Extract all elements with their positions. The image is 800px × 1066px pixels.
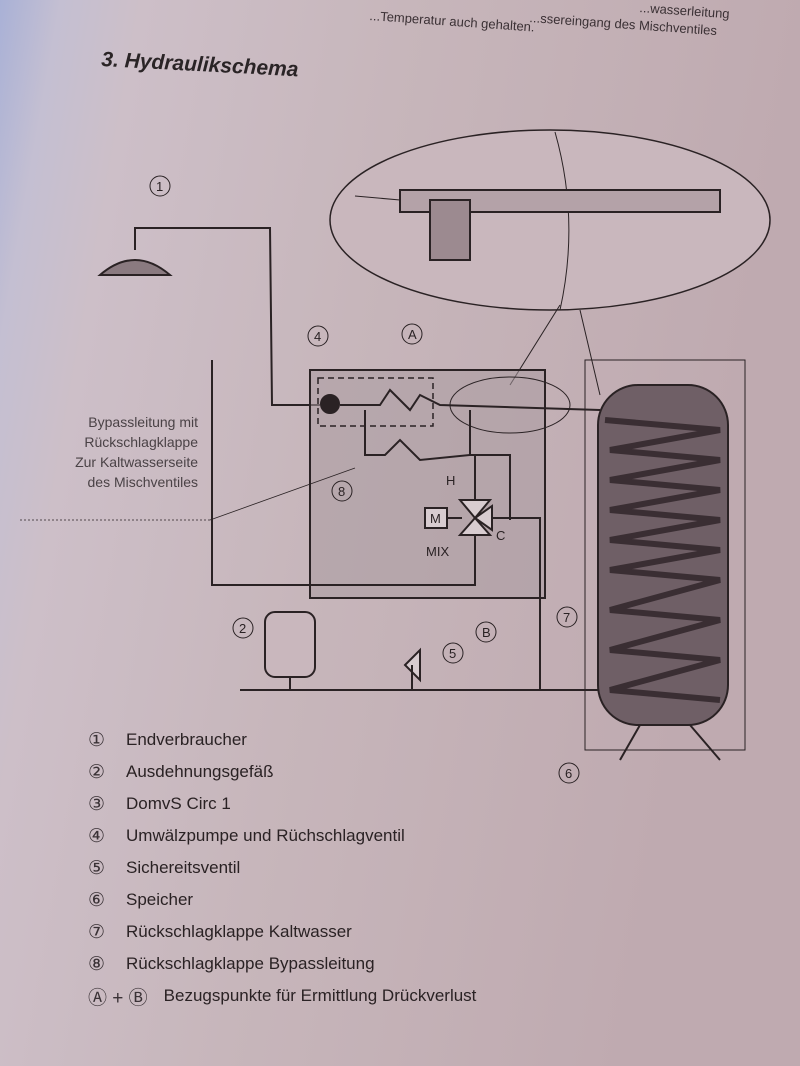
legend-item: ③ DomvS Circ 1: [88, 788, 476, 820]
label-h: H: [446, 473, 455, 488]
legend-text: Sichereitsventil: [126, 858, 241, 877]
legend-text: Ausdehnungsgefäß: [126, 762, 274, 781]
label-mix: MIX: [426, 544, 449, 559]
label-2: 2: [239, 621, 246, 636]
label-5: 5: [449, 646, 456, 661]
label-1: 1: [156, 179, 163, 194]
label-b: B: [482, 625, 491, 640]
bypass-note-line: Rückschlagklappe: [84, 434, 198, 450]
legend-text: Rückschlagklappe Kaltwasser: [126, 922, 352, 941]
legend-item: ⑦ Rückschlagklappe Kaltwasser: [88, 916, 476, 948]
legend-number: ⑧: [88, 953, 106, 975]
legend-number: ②: [88, 761, 106, 783]
legend-text: Rückschlagklappe Bypassleitung: [126, 954, 375, 973]
legend-number: ④: [88, 825, 106, 847]
legend-item: ① Endverbraucher: [88, 724, 476, 756]
legend-text: Endverbraucher: [126, 730, 247, 749]
bypass-note-line: Bypassleitung mit: [88, 414, 198, 430]
legend-text: Speicher: [126, 890, 194, 909]
legend-item: ⑤ Sichereitsventil: [88, 852, 476, 884]
legend-item: ⑧ Rückschlagklappe Bypassleitung: [88, 948, 476, 980]
legend-text: Bezugspunkte für Ermittlung Drückverlust: [163, 986, 477, 1005]
bypass-note-line: Zur Kaltwasserseite: [75, 454, 198, 470]
label-7: 7: [563, 610, 570, 625]
legend-number: ①: [88, 729, 106, 751]
legend-number: ③: [88, 793, 106, 815]
expansion-vessel-icon: [264, 611, 316, 678]
legend-item: ④ Umwälzpumpe und Rüchschlagventil: [88, 820, 476, 852]
legend-item: ② Ausdehnungsgefäß: [88, 756, 476, 788]
legend-text: Umwälzpumpe und Rüchschlagventil: [126, 826, 405, 845]
label-8: 8: [338, 484, 345, 499]
label-m: M: [430, 511, 441, 526]
legend-item: ⑥ Speicher: [88, 884, 476, 916]
legend-number: ⑦: [88, 921, 106, 943]
pump-icon: [320, 394, 340, 414]
label-a: A: [408, 327, 417, 342]
sensor-detail: [399, 189, 721, 213]
storage-tank: [584, 359, 746, 751]
detail-ellipse: [329, 129, 771, 311]
label-c: C: [496, 528, 505, 543]
label-4: 4: [314, 329, 321, 344]
legend-number: ⑤: [88, 857, 106, 879]
shower-icon: [97, 259, 173, 276]
legend-number: ⑥: [88, 889, 106, 911]
bypass-note-line: des Mischventiles: [87, 474, 199, 490]
legend-text: DomvS Circ 1: [126, 794, 231, 813]
legend-item: Ⓐ + Ⓑ Bezugspunkte für Ermittlung Drückve…: [88, 980, 476, 1012]
label-6: 6: [565, 766, 572, 781]
legend: ① Endverbraucher ② Ausdehnungsgefäß ③ DomvS…: [88, 724, 476, 1012]
bypass-note: Bypassleitung mit Rückschlagklappe Zur K…: [28, 412, 198, 492]
legend-number: Ⓐ + Ⓑ: [88, 987, 148, 1009]
